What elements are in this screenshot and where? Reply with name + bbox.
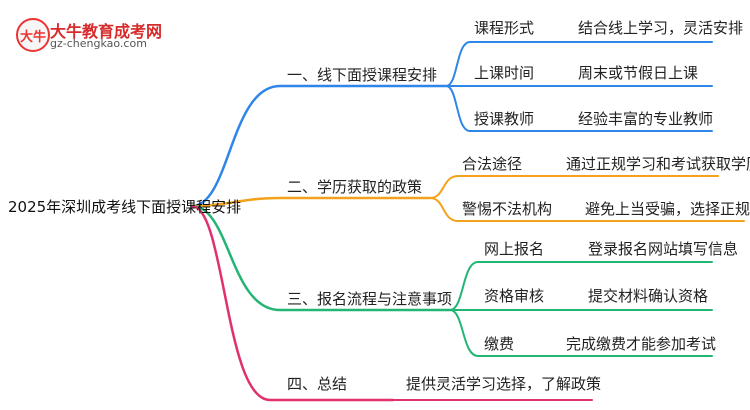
branch-1-item-2-label: 上课时间 [474,64,535,82]
logo-title: 大牛教育成考网 [50,22,163,41]
branch-1-item-2-detail: 周末或节假日上课 [578,64,699,82]
edge-root-branch-1 [190,84,448,208]
edge-b3-item-3 [449,309,713,357]
branch-3-item-3-label: 缴费 [484,335,515,353]
mindmap-edges [190,41,745,402]
branch-2-item-2-label: 警惕不法机构 [462,200,553,218]
branch-3-item-2-detail: 提交材料确认资格 [588,287,709,305]
branch-2-item-1-label: 合法途径 [462,155,523,173]
edge-b2-item-2 [429,197,745,222]
root-node: 2025年深圳成考线下面授课程安排 [8,198,242,216]
edge-b1-item-1 [445,41,713,87]
logo-url: gz-chengkao.com [50,37,147,50]
edge-root-branch-4 [190,204,395,402]
branch-2-item-1-detail: 通过正规学习和考试获取学历 [566,155,750,173]
branch-2-label: 二、学历获取的政策 [287,178,423,196]
branch-3-item-2-label: 资格审核 [484,287,545,305]
branch-1-item-3-detail: 经验丰富的专业教师 [578,110,714,128]
branch-1-item-3-label: 授课教师 [474,110,535,128]
branch-4-item-1-label: 提供灵活学习选择，了解政策 [406,375,602,393]
edge-root-branch-2 [190,196,432,208]
branch-1-item-1-detail: 结合线上学习，灵活安排 [578,19,744,37]
branch-1-label: 一、线下面授课程安排 [287,66,438,84]
edge-b1-item-3 [445,85,713,132]
edge-b3-item-1 [449,261,713,311]
branch-3-item-1-detail: 登录报名网站填写信息 [588,240,739,258]
branch-4-label: 四、总结 [287,375,348,393]
branch-3-item-1-label: 网上报名 [484,240,545,258]
branch-2-item-2-detail: 避免上当受骗，选择正规渠道 [585,200,750,218]
logo-mark: 大牛 [16,18,50,52]
logo: 大牛 大牛教育成考网 gz-chengkao.com [6,6,196,52]
edge-root-branch-3 [190,204,452,312]
branch-3-label: 三、报名流程与注意事项 [287,290,453,308]
branch-3-item-3-detail: 完成缴费才能参加考试 [566,335,717,353]
branch-1-item-1-label: 课程形式 [474,19,535,37]
edge-b2-item-1 [429,175,719,199]
